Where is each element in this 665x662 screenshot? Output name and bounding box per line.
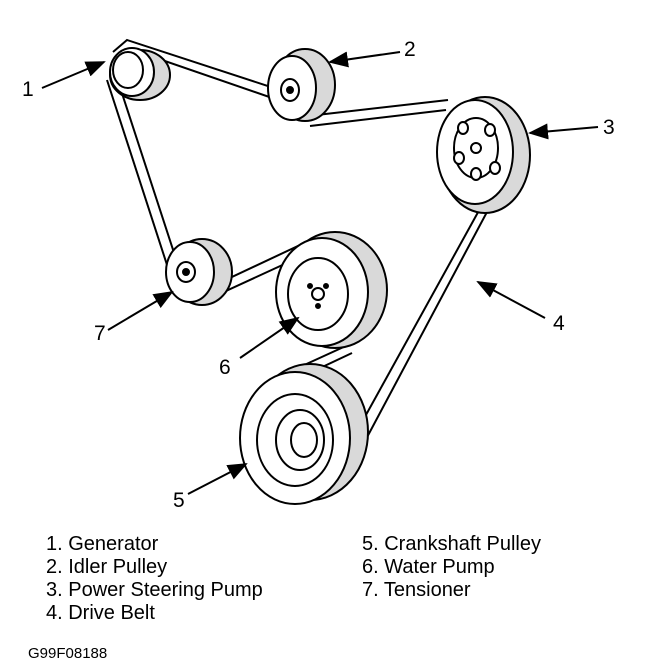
legend-right: 5. Crankshaft Pulley 6. Water Pump 7. Te… (362, 533, 541, 602)
leader-lines (41, 51, 599, 495)
callout-5: 5 (173, 489, 185, 512)
figure-code: G99F08188 (28, 645, 108, 662)
power-steering-pump-pulley (436, 96, 531, 214)
legend-left: 1. Generator 2. Idler Pulley 3. Power St… (46, 533, 263, 625)
callout-7: 7 (94, 322, 106, 345)
callout-1: 1 (22, 78, 34, 101)
legend-item-water-pump: 6. Water Pump (362, 556, 495, 578)
legend-item-crankshaft-pulley: 5. Crankshaft Pulley (362, 533, 541, 555)
legend-item-generator: 1. Generator (46, 533, 159, 555)
idler-pulley (267, 48, 336, 122)
callout-2: 2 (404, 38, 416, 61)
legend-item-drive-belt: 4. Drive Belt (46, 602, 155, 624)
water-pump-pulley (275, 231, 388, 349)
legend-item-power-steering-pump: 3. Power Steering Pump (46, 579, 263, 601)
legend-item-idler-pulley: 2. Idler Pulley (46, 556, 168, 578)
generator-pulley (109, 47, 171, 101)
tensioner-pulley (165, 238, 233, 306)
legend-item-tensioner: 7. Tensioner (362, 579, 471, 601)
crankshaft-pulley (239, 363, 369, 505)
callout-3: 3 (603, 116, 615, 139)
belt-routing-diagram: 1 2 3 4 5 6 7 (22, 38, 615, 512)
callout-6: 6 (219, 356, 231, 379)
callout-4: 4 (553, 312, 565, 335)
